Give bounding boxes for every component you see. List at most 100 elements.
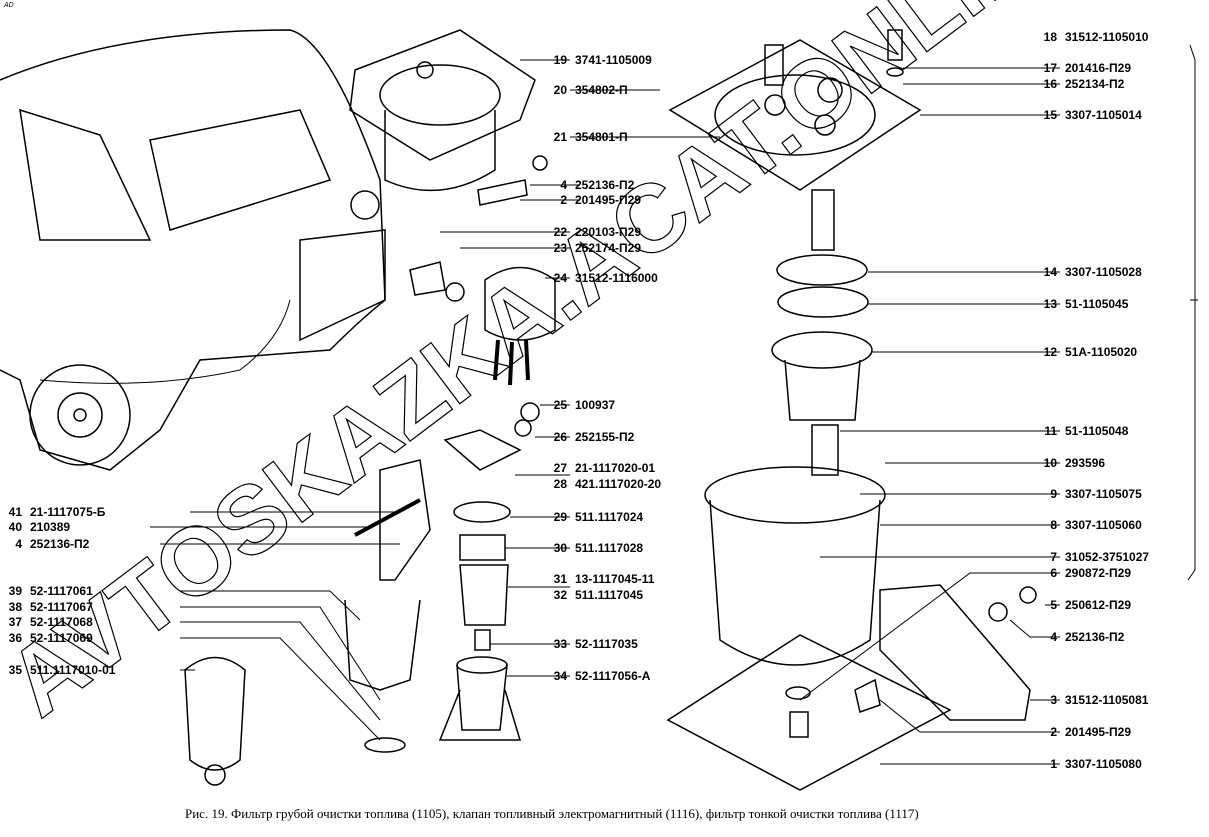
part-code: 511.1117045 (575, 588, 644, 602)
callout-26: 26 252155-П2 (545, 430, 635, 444)
part-number: 39 (8, 584, 22, 598)
callout-29: 29 511.1117024 (545, 510, 643, 524)
part-code: 210389 (30, 520, 71, 534)
coarse-filter-illustration (349, 29, 548, 206)
callout-14: 14 3307-1105028 (1035, 265, 1142, 279)
leader-lines (150, 44, 1198, 765)
part-code: 21-1117075-Б (30, 505, 106, 519)
part-number: 1 (1050, 757, 1057, 771)
part-number: 31 (553, 572, 567, 586)
part-code: 511.1117028 (575, 541, 644, 555)
part-code: 3307-1105075 (1065, 487, 1142, 501)
part-code: 3307-1105080 (1065, 757, 1142, 771)
part-number: 2 (560, 193, 567, 207)
part-number: 6 (1050, 566, 1057, 580)
part-code: 250612-П29 (1065, 598, 1132, 612)
part-code: 511.1117024 (575, 510, 644, 524)
callout-22: 22 220103-П29 (545, 225, 641, 239)
main-filter-illustration (666, 29, 1037, 791)
part-code: 252136-П2 (30, 537, 90, 551)
part-number: 3 (1050, 693, 1057, 707)
callout-27: 27 21-1117020-01 (545, 461, 655, 475)
part-code: 252155-П2 (575, 430, 635, 444)
part-code: 52-1117035 (575, 637, 638, 651)
part-code: 13-1117045-11 (575, 572, 655, 586)
part-number: 34 (553, 669, 567, 683)
callout-24: 24 31512-1116000 (545, 271, 658, 285)
part-number: 9 (1050, 487, 1057, 501)
part-code: 51-1105048 (1065, 424, 1129, 438)
part-number: 2 (1050, 725, 1057, 739)
part-code: 252136-П2 (575, 178, 635, 192)
part-code: 21-1117020-01 (575, 461, 656, 475)
part-number: 38 (8, 600, 22, 614)
callout-19: 19 3741-1105009 (545, 53, 652, 67)
part-code: 51-1105045 (1065, 297, 1129, 311)
part-code: 31512-1116000 (575, 271, 658, 285)
callout-34: 34 52-1117056-А (545, 669, 651, 683)
part-number: 27 (553, 461, 567, 475)
part-number: 4 (560, 178, 567, 192)
part-number: 22 (553, 225, 567, 239)
part-number: 14 (1043, 265, 1057, 279)
part-code: 201416-П29 (1065, 61, 1132, 75)
callout-11: 11 51-1105048 (1035, 424, 1128, 438)
part-code: 52-1117056-А (575, 669, 651, 683)
part-number: 20 (553, 83, 567, 97)
corner-mark: AD (4, 2, 14, 9)
part-code: 51А-1105020 (1065, 345, 1138, 359)
callout-31: 31 13-1117045-11 (545, 572, 655, 586)
part-code: 511.1117010-01 (30, 663, 116, 677)
figure-caption: Рис. 19. Фильтр грубой очистки топлива (… (185, 806, 919, 821)
part-number: 24 (553, 271, 567, 285)
part-number: 18 (1043, 30, 1057, 44)
callout-9: 9 3307-1105075 (1035, 487, 1142, 501)
part-code: 52-1117069 (30, 631, 93, 645)
part-code: 52-1117061 (30, 584, 93, 598)
solenoid-valve-illustration (409, 261, 556, 437)
callout-4: 4 252136-П2 (545, 178, 634, 192)
part-code: 3741-1105009 (575, 53, 652, 67)
part-number: 29 (553, 510, 567, 524)
part-number: 11 (1044, 424, 1057, 438)
part-code: 3307-1105028 (1065, 265, 1142, 279)
part-code: 290872-П29 (1065, 566, 1132, 580)
part-number: 30 (553, 541, 567, 555)
part-number: 26 (553, 430, 567, 444)
part-number: 15 (1043, 108, 1057, 122)
callout-10: 10 293596 (1035, 456, 1105, 470)
part-number: 36 (8, 631, 22, 645)
part-number: 8 (1050, 518, 1057, 532)
part-code: 293596 (1065, 456, 1106, 470)
part-code: 252136-П2 (1065, 630, 1125, 644)
part-code: 100937 (575, 398, 616, 412)
part-number: 40 (8, 520, 22, 534)
callout-1: 1 3307-1105080 (1035, 757, 1142, 771)
part-code: 3307-1105060 (1065, 518, 1142, 532)
part-code: 31512-1105010 (1065, 30, 1149, 44)
callout-17: 17 201416-П29 (1035, 61, 1131, 75)
callout-40: 40 210389 (0, 520, 70, 534)
part-number: 10 (1043, 456, 1057, 470)
part-code: 220103-П29 (575, 225, 642, 239)
part-code: 421.1117020-20 (575, 477, 662, 491)
part-number: 17 (1043, 61, 1057, 75)
callout-30: 30 511.1117028 (545, 541, 643, 555)
callout-18: 18 31512-1105010 (1035, 30, 1149, 44)
part-number: 19 (553, 53, 567, 67)
